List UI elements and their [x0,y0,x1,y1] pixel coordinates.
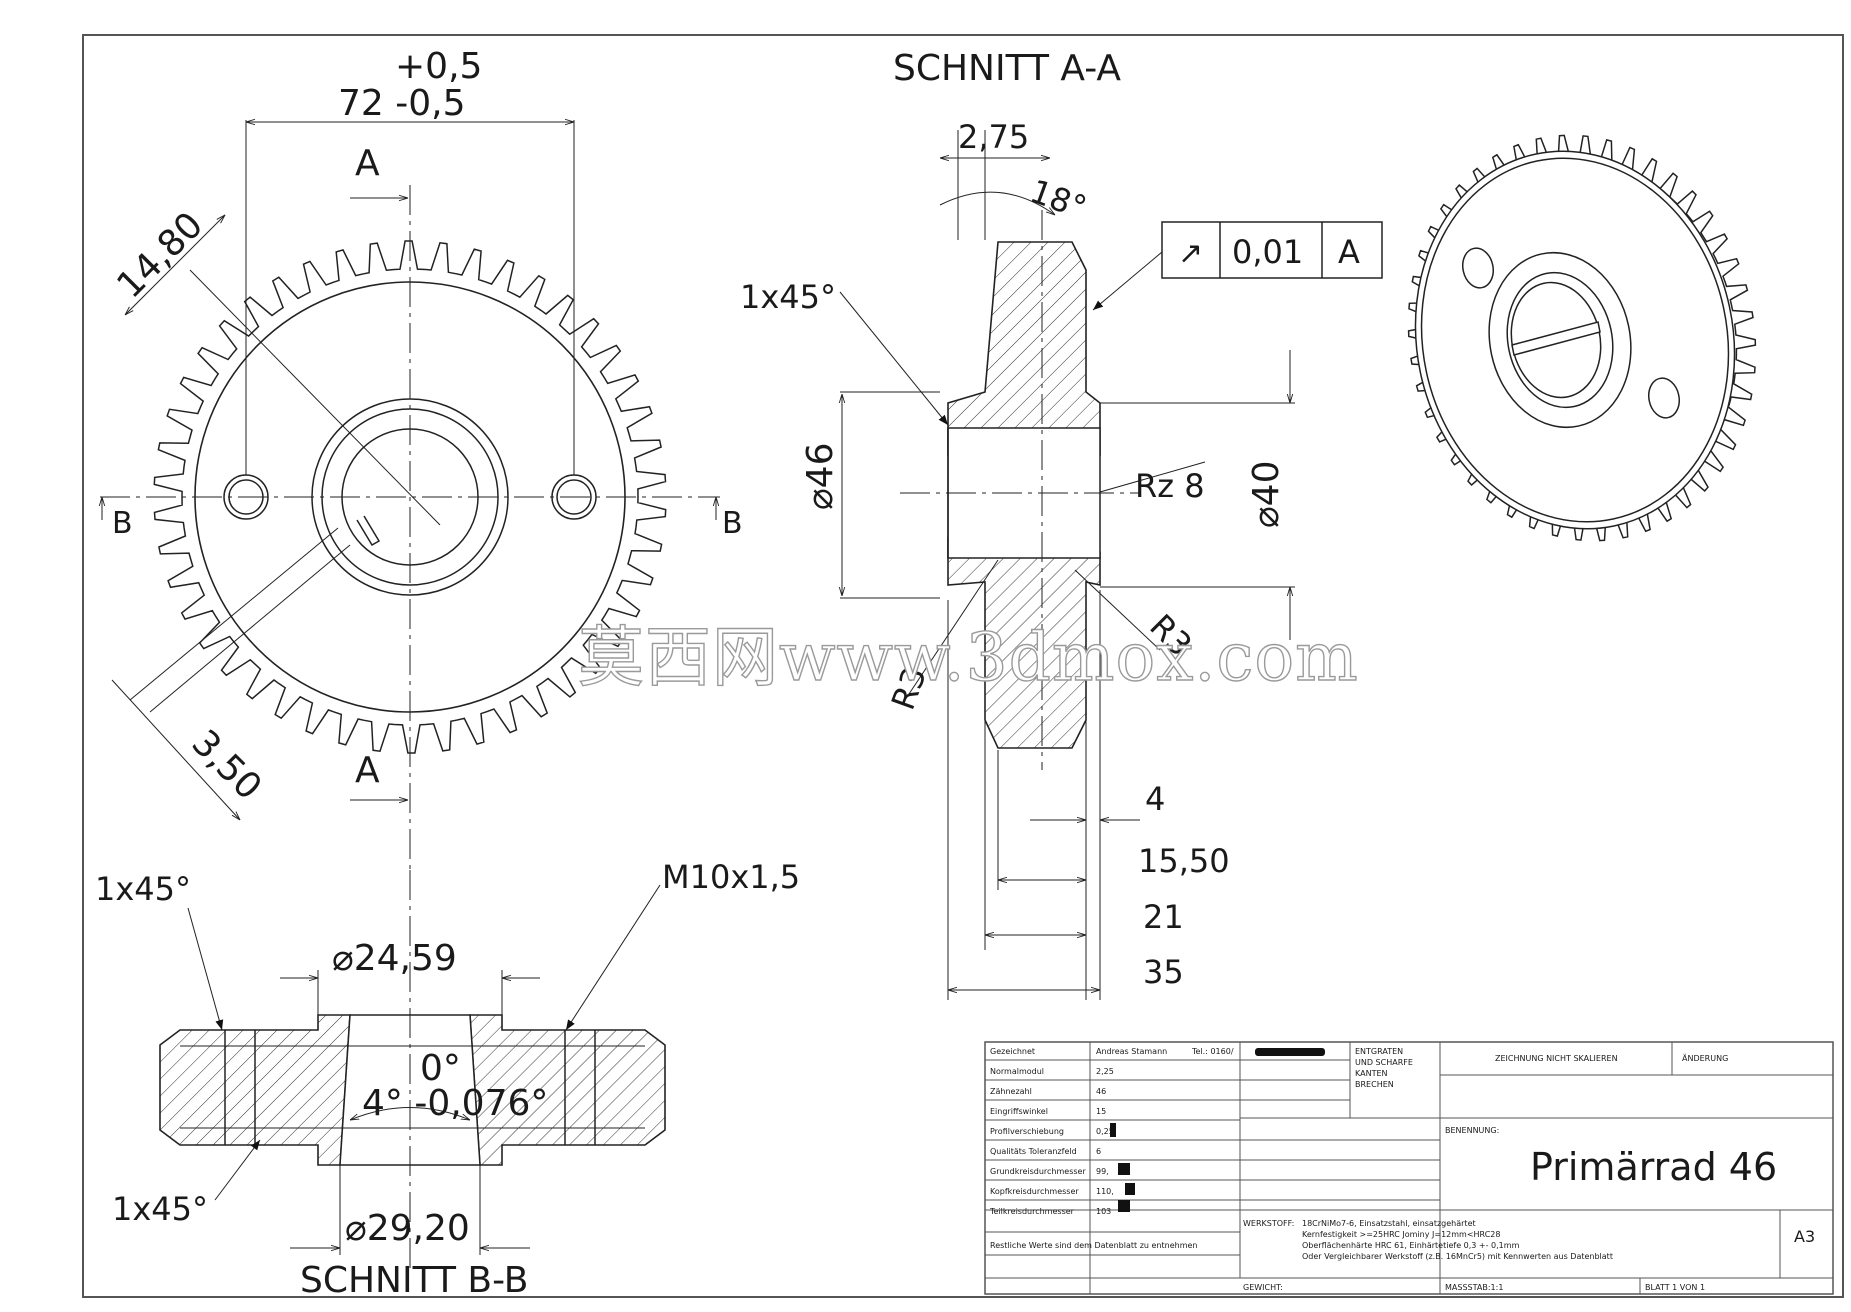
tb-row-label: Teilkreisdurchmesser [989,1207,1075,1216]
deburr-line-1: ENTGRATEN [1355,1047,1403,1056]
material-line-4: Oder Vergleichbarer Werkstoff (z.B. 16Mn… [1302,1252,1613,1261]
tb-row-value: Andreas Stamann [1096,1047,1167,1056]
dim-3-50: 3,50 [184,722,270,808]
material-label: WERKSTOFF: [1243,1219,1294,1228]
dim-2-75: 2,75 [958,118,1029,156]
cut-a-label-bottom: A [355,750,380,791]
dim-21: 21 [1143,898,1184,936]
deburr-line-4: BRECHEN [1355,1080,1394,1089]
watermark: 莫西网www.3dmox.com [578,619,1359,696]
tb-row-value: 6 [1096,1147,1101,1156]
angle-18: 18° [1025,172,1091,227]
section-b-view [159,870,666,1270]
change-label: ÄNDERUNG [1682,1053,1728,1063]
tb-row-label: Normalmodul [990,1067,1044,1076]
sheet-number: BLATT 1 VON 1 [1645,1283,1705,1292]
hole-right-inner [556,479,592,515]
dia-46: ⌀46 [800,443,841,511]
dim-tolerance-upper: +0,5 [395,46,482,87]
dim-14-80: 14,80 [109,204,211,306]
tb-row-label: Kopfkreisdurchmesser [990,1187,1079,1196]
tb-row-label: Qualitäts Toleranzfeld [990,1147,1077,1156]
tb-row-value: 15 [1096,1107,1106,1116]
part-name: Primärrad 46 [1530,1145,1777,1189]
section-b-title: SCHNITT B-B [300,1260,529,1301]
material-line-2: Kernfestigkeit >=25HRC Jominy J=12mm<HRC… [1302,1230,1500,1239]
title-block-text: Restliche Werte sind dem Datenblatt zu e… [990,1047,1815,1292]
section-b-labels: 1x45° 1x45° M10x1,5 ⌀24,59 ⌀29,20 0° 4° … [95,858,800,1249]
dia-40: ⌀40 [1246,461,1287,529]
chamfer-1x45-top: 1x45° [95,870,191,908]
cut-b-label-right: B [722,506,743,541]
section-a-title: SCHNITT A-A [893,48,1121,89]
tb-row-label: Profilverschiebung [990,1127,1064,1136]
chamfer-1x45-section-a: 1x45° [740,278,836,316]
title-block [984,1041,1834,1295]
tolerance-datum: A [1338,233,1360,271]
roughness-rz8: Rz 8 [1135,467,1205,505]
sheet-border [82,34,1844,1298]
scale-label: MASSSTAB:1:1 [1445,1283,1503,1292]
tolerance-symbol: ↗ [1178,236,1203,271]
tb-row-value: 0,25 [1096,1127,1114,1136]
tolerance-value: 0,01 [1232,233,1303,271]
no-scale-note: ZEICHNUNG NICHT SKALIEREN [1495,1054,1618,1063]
dia-24-59: ⌀24,59 [332,938,457,979]
deburr-line-3: KANTEN [1355,1069,1388,1078]
material-line-3: Oberflächenhärte HRC 61, Einhärtetiefe 0… [1302,1241,1520,1250]
name-label: BENENNUNG: [1445,1126,1499,1135]
tb-row-label: Zähnezahl [990,1087,1032,1096]
cut-a-label-top: A [355,143,380,184]
tb-row-value: 110, [1096,1187,1114,1196]
angle-4-tolerance: 4° -0,076° [362,1083,548,1124]
tb-row-label: Gezeichnet [990,1047,1035,1056]
tb-row-extra: Tel.: 0160/ [1191,1047,1234,1056]
gear-isometric-view [1407,134,1757,542]
thread-m10x1-5: M10x1,5 [662,858,800,896]
title-block-rows: Gezeichnet Andreas Stamann Tel.: 0160/Norm… [989,1047,1234,1216]
tb-row-value: 103 [1096,1207,1111,1216]
chamfer-1x45-bottom: 1x45° [112,1190,208,1228]
gear-front-view [100,120,720,870]
section-a-view [840,130,1383,1000]
keyway [356,515,381,547]
dim-width-72: 72 -0,5 [338,83,466,124]
tb-row-value: 99, [1096,1167,1109,1176]
tb-row-label: Eingriffswinkel [990,1107,1048,1116]
tb-row-label: Grundkreisdurchmesser [990,1167,1086,1176]
weight-label: GEWICHT: [1243,1283,1283,1292]
material-line-1: 18CrNiMo7-6, Einsatzstahl, einsatzgehärt… [1302,1219,1476,1228]
redactions [1110,1048,1325,1212]
note-remaining-values: Restliche Werte sind dem Datenblatt zu e… [990,1241,1197,1250]
dim-35: 35 [1143,953,1184,991]
angle-0: 0° [420,1048,461,1089]
cut-b-label-left: B [112,506,133,541]
tb-row-value: 2,25 [1096,1067,1114,1076]
dim-15-50: 15,50 [1138,842,1230,880]
tb-row-value: 46 [1096,1087,1106,1096]
geometric-tolerance-frame [1161,221,1383,279]
dia-29-20: ⌀29,20 [345,1208,470,1249]
paper-format: A3 [1794,1227,1815,1246]
deburr-line-2: UND SCHARFE [1355,1058,1413,1067]
dim-4: 4 [1145,780,1165,818]
